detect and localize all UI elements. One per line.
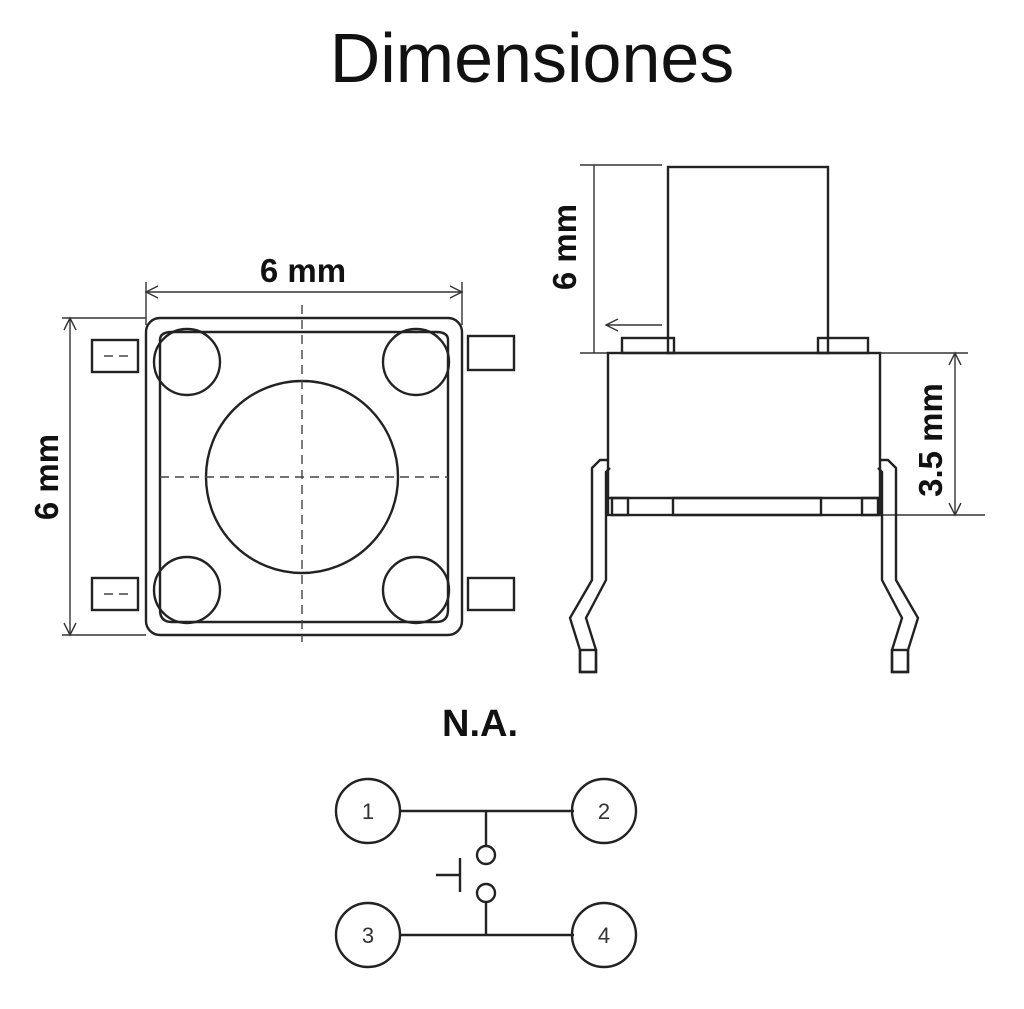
pin-3-label: 3 [362, 923, 374, 948]
pin-4-label: 4 [598, 923, 610, 948]
pin-4-circle [570, 901, 638, 969]
contact-bottom [475, 882, 497, 904]
top-view-diagram: 6 mm 6 mm [28, 252, 516, 642]
width-dimension: 6 mm [144, 252, 464, 325]
height-dimension: 6 mm [28, 316, 146, 637]
top-body-outline [144, 316, 464, 637]
pin-1-label: 1 [362, 799, 374, 824]
pin-2: 2 [570, 777, 638, 845]
pin-3-circle [334, 901, 402, 969]
side-actuator [666, 165, 830, 355]
top-height-label: 6 mm [28, 434, 65, 520]
corner-post-top-left [152, 327, 222, 397]
corner-post-top-right [381, 327, 451, 397]
top-body-frame [158, 330, 450, 624]
side-boss-right [816, 336, 870, 355]
pin-2-circle [570, 777, 638, 845]
pin-4: 4 [570, 901, 638, 969]
side-legs [568, 458, 920, 674]
side-view-diagram: 6 mm 3.5 mm [546, 164, 985, 674]
side-base-pad [671, 496, 823, 517]
pin-1-circle [334, 777, 402, 845]
actuator-height-dimension: 6 mm [546, 164, 662, 354]
schematic-label: N.A. [442, 703, 518, 745]
pin-1: 1 [334, 777, 402, 845]
top-view-pins [90, 334, 516, 612]
side-boss-left [620, 336, 676, 355]
switch-schematic: 1 2 3 4 [334, 777, 638, 969]
pin-3: 3 [334, 901, 402, 969]
top-width-label: 6 mm [260, 252, 346, 289]
body-height-label: 3.5 mm [912, 383, 949, 497]
pin-2-label: 2 [598, 799, 610, 824]
actuator-height-label: 6 mm [546, 204, 583, 290]
contact-top [475, 844, 497, 866]
body-height-dimension: 3.5 mm [880, 351, 985, 517]
corner-post-bottom-left [152, 555, 222, 625]
corner-post-bottom-right [381, 555, 451, 625]
side-body [606, 351, 882, 517]
page-title: Dimensiones [329, 19, 735, 97]
